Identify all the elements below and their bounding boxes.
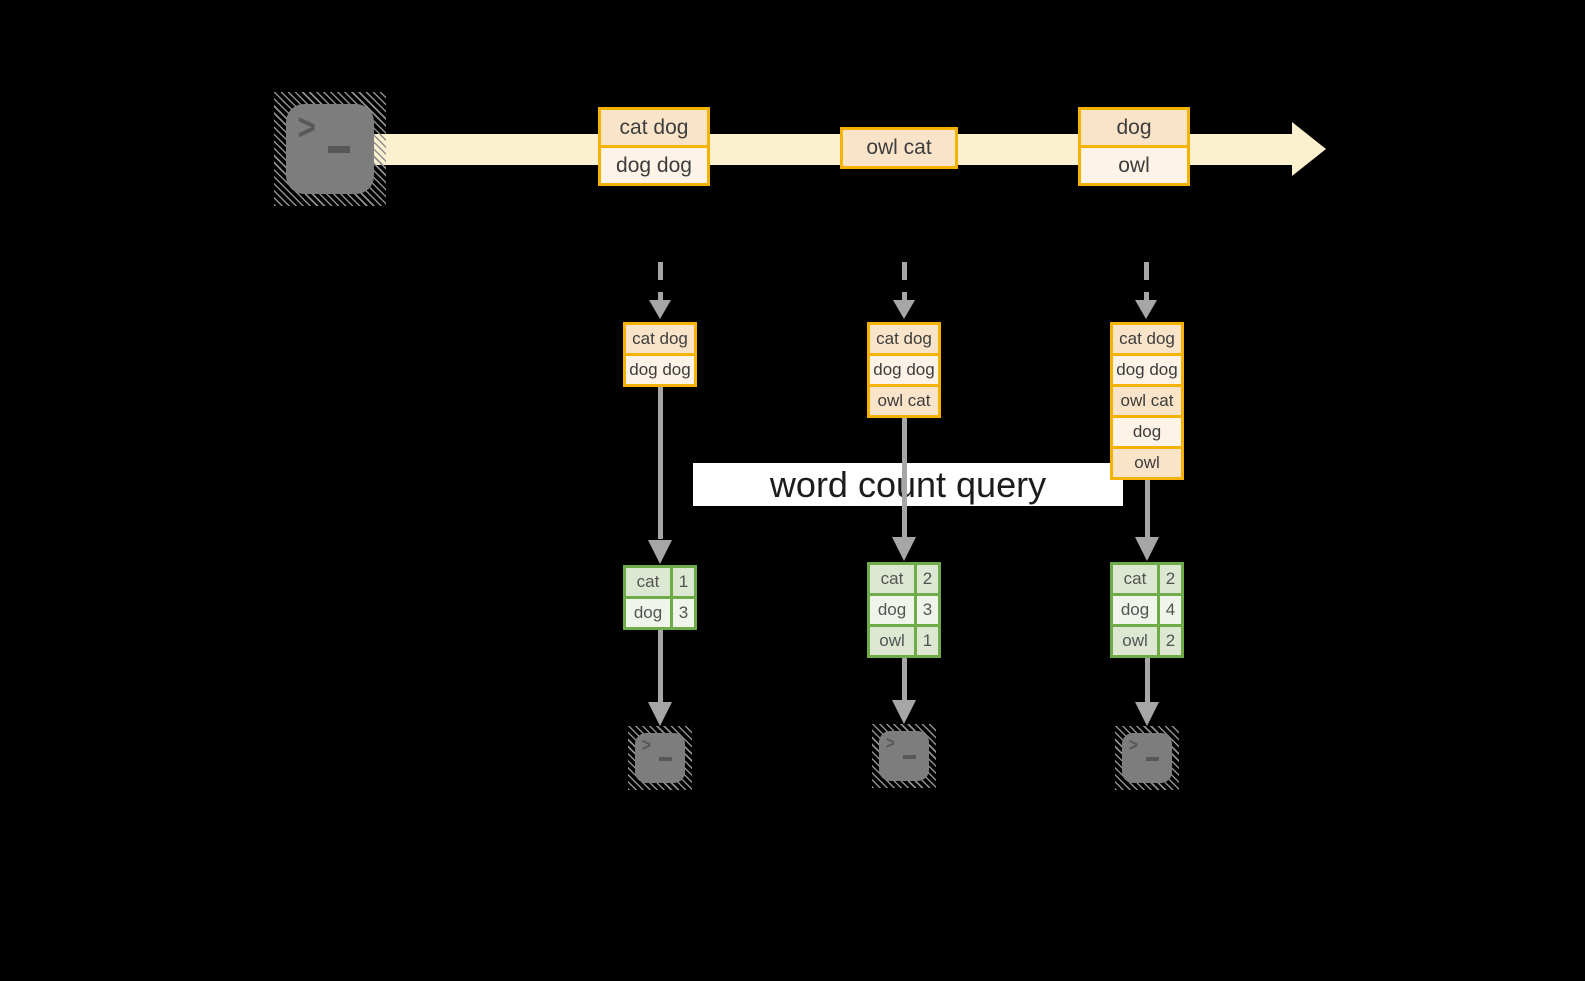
stream-batch-3: dog owl [1078, 107, 1190, 186]
table-row: cat 2 [1113, 565, 1181, 593]
input-event: dog dog [1113, 356, 1181, 384]
table-row: cat 1 [626, 568, 694, 596]
input-stack-2: cat dog dog dog owl cat [867, 322, 941, 418]
terminal-screen: > [1122, 733, 1172, 783]
stream-batch-1: cat dog dog dog [598, 107, 710, 186]
flow-arrow-line [902, 658, 907, 700]
count-cell: 1 [917, 627, 938, 655]
prompt-chevron-icon: > [641, 734, 651, 757]
stream-arrowhead-icon [1292, 122, 1326, 176]
input-event: owl cat [870, 387, 938, 415]
flow-arrow-line [658, 630, 663, 702]
table-row: dog 3 [870, 596, 938, 624]
terminal-screen: > [635, 733, 685, 783]
table-row: owl 2 [1113, 627, 1181, 655]
input-event: dog [1113, 418, 1181, 446]
input-stack-3: cat dog dog dog owl cat dog owl [1110, 322, 1184, 480]
input-event: owl [1113, 449, 1181, 477]
input-event: cat dog [626, 325, 694, 353]
count-cell: 2 [1160, 565, 1181, 593]
terminal-screen: > [879, 731, 929, 781]
stream-event: cat dog [601, 110, 707, 145]
prompt-chevron-icon: > [885, 732, 895, 755]
dashed-arrowhead-icon [893, 300, 915, 319]
output-terminal-icon-3: > [1115, 726, 1179, 790]
prompt-underscore-icon [328, 146, 351, 154]
word-cell: cat [870, 565, 914, 593]
dashed-arrow-line [902, 262, 907, 304]
query-banner: word count query [693, 463, 1123, 506]
word-cell: dog [626, 599, 670, 627]
input-event: dog dog [870, 356, 938, 384]
count-cell: 1 [673, 568, 694, 596]
word-cell: cat [1113, 565, 1157, 593]
stream-event: owl [1081, 148, 1187, 183]
word-count-table-2: cat 2 dog 3 owl 1 [867, 562, 941, 658]
flow-arrowhead-icon [892, 537, 916, 561]
count-cell: 3 [917, 596, 938, 624]
table-row: dog 4 [1113, 596, 1181, 624]
stream-event: owl cat [843, 130, 955, 166]
flow-arrow-line [1145, 658, 1150, 702]
count-cell: 2 [1160, 627, 1181, 655]
prompt-underscore-icon [659, 756, 672, 761]
word-cell: dog [870, 596, 914, 624]
count-cell: 4 [1160, 596, 1181, 624]
dashed-arrowhead-icon [1135, 300, 1157, 319]
flow-arrowhead-icon [892, 700, 916, 724]
table-row: cat 2 [870, 565, 938, 593]
prompt-underscore-icon [1146, 756, 1159, 761]
terminal-screen: > [286, 104, 374, 194]
input-event: dog dog [626, 356, 694, 384]
stream-event: dog dog [601, 148, 707, 183]
word-cell: owl [1113, 627, 1157, 655]
stream-event: dog [1081, 110, 1187, 145]
table-row: dog 3 [626, 599, 694, 627]
stream-batch-2: owl cat [840, 127, 958, 169]
flow-arrowhead-icon [648, 702, 672, 726]
prompt-chevron-icon: > [297, 106, 317, 149]
flow-arrow-line [1145, 480, 1150, 537]
dashed-arrowhead-icon [649, 300, 671, 319]
word-count-table-3: cat 2 dog 4 owl 2 [1110, 562, 1184, 658]
output-terminal-icon-2: > [872, 724, 936, 788]
word-cell: owl [870, 627, 914, 655]
output-terminal-icon-1: > [628, 726, 692, 790]
dashed-arrow-line [1144, 262, 1149, 304]
prompt-underscore-icon [903, 754, 916, 759]
dashed-arrow-line [658, 262, 663, 304]
input-event: cat dog [870, 325, 938, 353]
flow-arrowhead-icon [1135, 702, 1159, 726]
input-stack-1: cat dog dog dog [623, 322, 697, 387]
flow-arrow-line [658, 387, 663, 539]
count-cell: 2 [917, 565, 938, 593]
flow-arrowhead-icon [1135, 537, 1159, 561]
prompt-chevron-icon: > [1128, 734, 1138, 757]
word-count-table-1: cat 1 dog 3 [623, 565, 697, 630]
flow-arrow-line [902, 418, 907, 537]
input-event: owl cat [1113, 387, 1181, 415]
source-terminal-icon: > [274, 92, 386, 206]
input-event: cat dog [1113, 325, 1181, 353]
flow-arrowhead-icon [648, 540, 672, 564]
word-cell: cat [626, 568, 670, 596]
word-cell: dog [1113, 596, 1157, 624]
count-cell: 3 [673, 599, 694, 627]
table-row: owl 1 [870, 627, 938, 655]
